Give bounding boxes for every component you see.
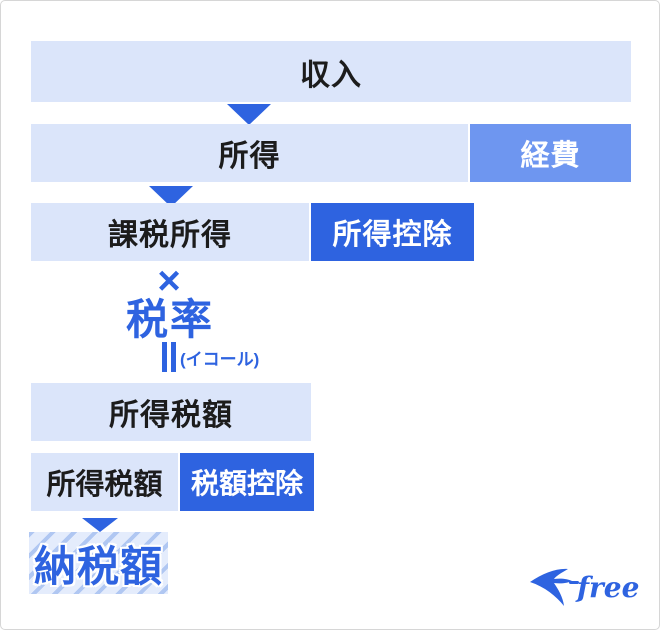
income-tax-bar: 所得税額 xyxy=(31,383,311,441)
tax-rate-label-wrap: 税率 xyxy=(90,293,250,343)
shotoku-kojo-label: 所得控除 xyxy=(332,219,453,251)
equals-note: (イコール) xyxy=(180,349,260,369)
down-arrow-icon xyxy=(227,104,271,125)
freee-logo: freee xyxy=(530,568,639,606)
kazei-shotoku-bar: 課税所得 xyxy=(31,203,309,261)
shotoku-kojo-bar: 所得控除 xyxy=(311,203,474,261)
multiply-icon: × xyxy=(141,259,197,303)
swallow-bird-icon xyxy=(530,568,579,606)
down-arrow-icon xyxy=(149,186,193,207)
kazei-shotoku-label: 課税所得 xyxy=(108,219,232,252)
income-bar: 収入 xyxy=(31,41,631,102)
keihi-bar: 経費 xyxy=(470,124,631,182)
zeigaku-kojo-bar: 税額控除 xyxy=(180,453,314,511)
multiply-symbol: × xyxy=(157,259,181,303)
tax-rate-label: 税率 xyxy=(125,295,214,343)
shotoku-label: 所得 xyxy=(218,140,281,173)
zeigaku-kojo-label: 税額控除 xyxy=(190,468,303,499)
tax-payment-label: 納税額 xyxy=(33,542,163,590)
freee-logo-text: freee xyxy=(575,571,639,604)
tax-payment-box: 納税額 xyxy=(29,532,168,594)
income-tax-label-2: 所得税額 xyxy=(46,469,163,501)
equals-row: (イコール) xyxy=(162,342,259,372)
income-tax-label: 所得税額 xyxy=(109,399,233,432)
income-label: 収入 xyxy=(300,58,362,92)
keihi-label: 経費 xyxy=(520,140,581,172)
income-tax-bar-2: 所得税額 xyxy=(31,453,178,511)
equals-icon xyxy=(162,342,176,372)
shotoku-bar: 所得 xyxy=(31,124,468,182)
down-arrow-icon xyxy=(82,518,118,532)
